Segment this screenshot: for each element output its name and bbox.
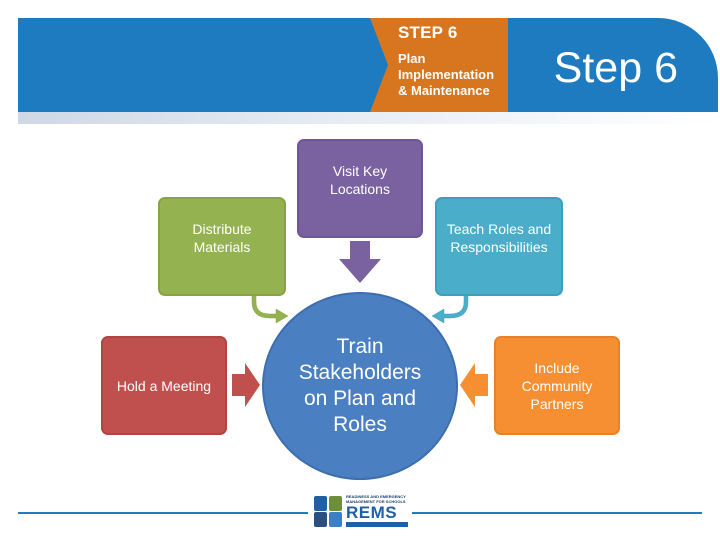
footer-rule-left xyxy=(18,512,308,514)
community-partners-label: Include Community Partners xyxy=(521,359,593,412)
center-label: Train Stakeholders on Plan and Roles xyxy=(298,335,422,436)
arrow-meeting-to-center xyxy=(232,363,260,407)
logo-bar xyxy=(346,522,408,527)
teach-roles-label: Teach Roles and Responsibilities xyxy=(446,221,552,255)
center-circle: Train Stakeholders on Plan and Roles xyxy=(262,292,458,480)
hold-meeting-box: Hold a Meeting xyxy=(101,336,227,435)
step-badge xyxy=(370,18,508,112)
footer-rule-right xyxy=(412,512,702,514)
rems-logo: READINESS AND EMERGENCY MANAGEMENT FOR S… xyxy=(314,494,408,528)
header-shadow xyxy=(18,112,718,124)
distribute-materials-label: Distribute Materials xyxy=(192,221,252,255)
arrow-visit-to-center xyxy=(339,241,381,283)
hold-meeting-label: Hold a Meeting xyxy=(116,377,212,394)
logo-wordmark: REMS xyxy=(346,503,398,522)
teach-roles-box: Teach Roles and Responsibilities xyxy=(435,197,563,296)
logo-book-icon xyxy=(314,512,327,527)
visit-key-locations-box: Visit Key Locations xyxy=(297,139,423,238)
step-label: STEP 6 xyxy=(398,23,458,42)
visit-key-locations-label: Visit Key Locations xyxy=(330,163,390,197)
logo-school-icon xyxy=(314,496,327,511)
logo-icons xyxy=(314,494,344,528)
arrow-distribute-to-center xyxy=(251,289,289,324)
logo-tagline: READINESS AND EMERGENCY MANAGEMENT FOR S… xyxy=(346,494,406,504)
header-banner xyxy=(18,18,718,112)
arrow-community-to-center xyxy=(460,363,488,407)
step-subtitle: Plan Implementation & Maintenance xyxy=(398,51,495,98)
slide-title: Step 6 xyxy=(553,44,678,92)
distribute-materials-box: Distribute Materials xyxy=(158,197,286,296)
arrow-teach-to-center xyxy=(431,289,469,324)
logo-people-icon xyxy=(329,496,342,511)
step-badge-notch xyxy=(370,18,388,112)
community-partners-box: Include Community Partners xyxy=(494,336,620,435)
logo-shield-icon xyxy=(329,512,342,527)
